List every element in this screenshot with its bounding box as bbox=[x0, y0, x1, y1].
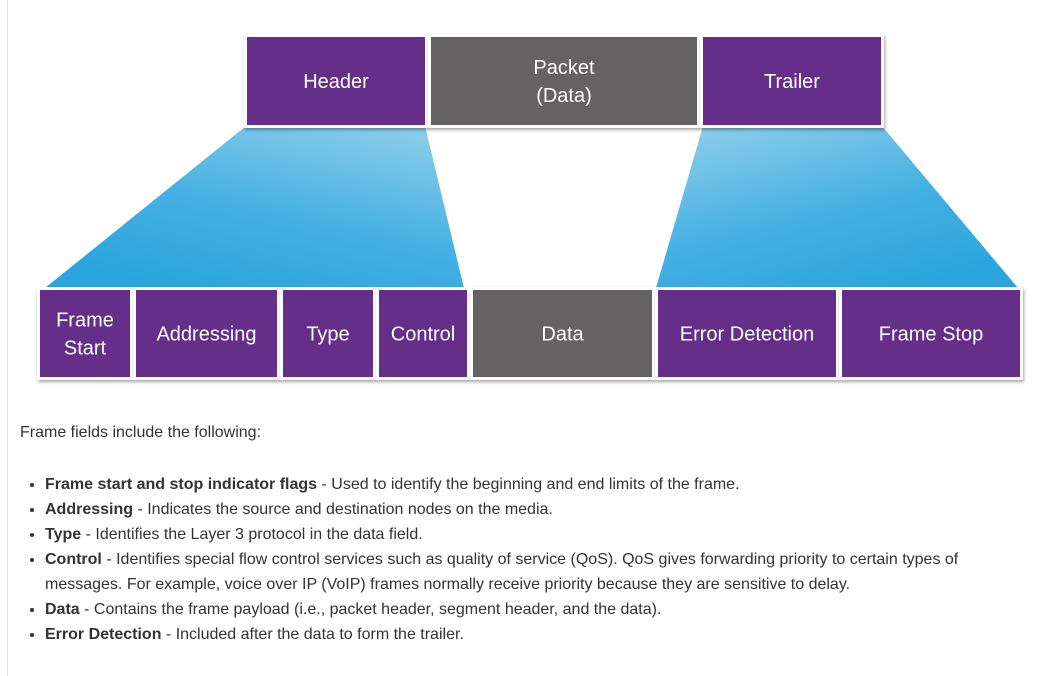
cell-frame-start-label: Frame bbox=[56, 310, 114, 332]
field-description: - Identifies special flow control servic… bbox=[45, 551, 959, 593]
cell-frame-start-label: Start bbox=[64, 338, 107, 360]
cell-type: Type bbox=[280, 287, 376, 380]
frame-fields-list: Frame start and stop indicator flags - U… bbox=[20, 472, 1040, 647]
field-description: - Included after the data to form the tr… bbox=[161, 626, 464, 643]
cell-header-label: Header bbox=[303, 71, 369, 93]
cell-data-box bbox=[470, 287, 655, 380]
field-term: Error Detection bbox=[45, 626, 162, 643]
field-term: Frame start and stop indicator flags bbox=[45, 476, 318, 493]
cell-addressing-label: Addressing bbox=[156, 324, 256, 346]
left-border-rule bbox=[7, 0, 8, 676]
field-term: Type bbox=[45, 526, 82, 543]
intro-text: Frame fields include the following: bbox=[20, 424, 262, 441]
field-term: Addressing bbox=[45, 501, 134, 518]
cell-frame-stop: Frame Stop bbox=[839, 287, 1023, 380]
packet-encapsulation-row: Header Packet (Data) Trailer bbox=[244, 34, 884, 128]
cell-packet-box bbox=[428, 34, 700, 128]
list-item: Error Detection - Included after the dat… bbox=[45, 622, 1040, 647]
list-item: Frame start and stop indicator flags - U… bbox=[45, 472, 1040, 497]
cell-type-box bbox=[280, 287, 376, 380]
list-item: Type - Identifies the Layer 3 protocol i… bbox=[45, 522, 1040, 547]
cell-frame-start-box bbox=[37, 287, 133, 380]
cell-packet-label: Packet bbox=[533, 57, 595, 79]
cell-addressing: Addressing bbox=[133, 287, 280, 380]
cell-error-detection: Error Detection bbox=[655, 287, 839, 380]
trailer-expansion-funnel bbox=[656, 126, 1018, 288]
field-term: Control bbox=[45, 551, 102, 568]
cell-control-label: Control bbox=[391, 324, 455, 346]
field-description: - Contains the frame payload (i.e., pack… bbox=[79, 601, 662, 618]
field-term: Data bbox=[45, 601, 80, 618]
cell-data: Data bbox=[470, 287, 655, 380]
field-description: - Indicates the source and destination n… bbox=[133, 501, 553, 518]
field-description: - Used to identify the beginning and end… bbox=[317, 476, 740, 493]
cell-header: Header bbox=[244, 34, 428, 128]
list-item: Addressing - Indicates the source and de… bbox=[45, 497, 1040, 522]
cell-packet: Packet (Data) bbox=[428, 34, 700, 128]
cell-addressing-box bbox=[133, 287, 280, 380]
cell-frame-stop-box bbox=[839, 287, 1023, 380]
cell-header-box bbox=[244, 34, 428, 128]
cell-trailer: Trailer bbox=[700, 34, 884, 128]
field-description: - Identifies the Layer 3 protocol in the… bbox=[81, 526, 423, 543]
cell-control: Control bbox=[376, 287, 470, 380]
list-item: Data - Contains the frame payload (i.e.,… bbox=[45, 597, 1040, 622]
cell-error-detection-box bbox=[655, 287, 839, 380]
cell-data-label: Data bbox=[541, 324, 584, 346]
cell-type-label: Type bbox=[306, 324, 349, 346]
cell-control-box bbox=[376, 287, 470, 380]
cell-trailer-box bbox=[700, 34, 884, 128]
cell-frame-stop-label: Frame Stop bbox=[879, 324, 983, 346]
cell-trailer-label: Trailer bbox=[764, 71, 820, 93]
cell-error-detection-label: Error Detection bbox=[680, 324, 815, 346]
cell-packet-label: (Data) bbox=[536, 85, 592, 107]
header-expansion-funnel bbox=[45, 126, 464, 288]
list-item: Control - Identifies special flow contro… bbox=[45, 547, 1040, 597]
